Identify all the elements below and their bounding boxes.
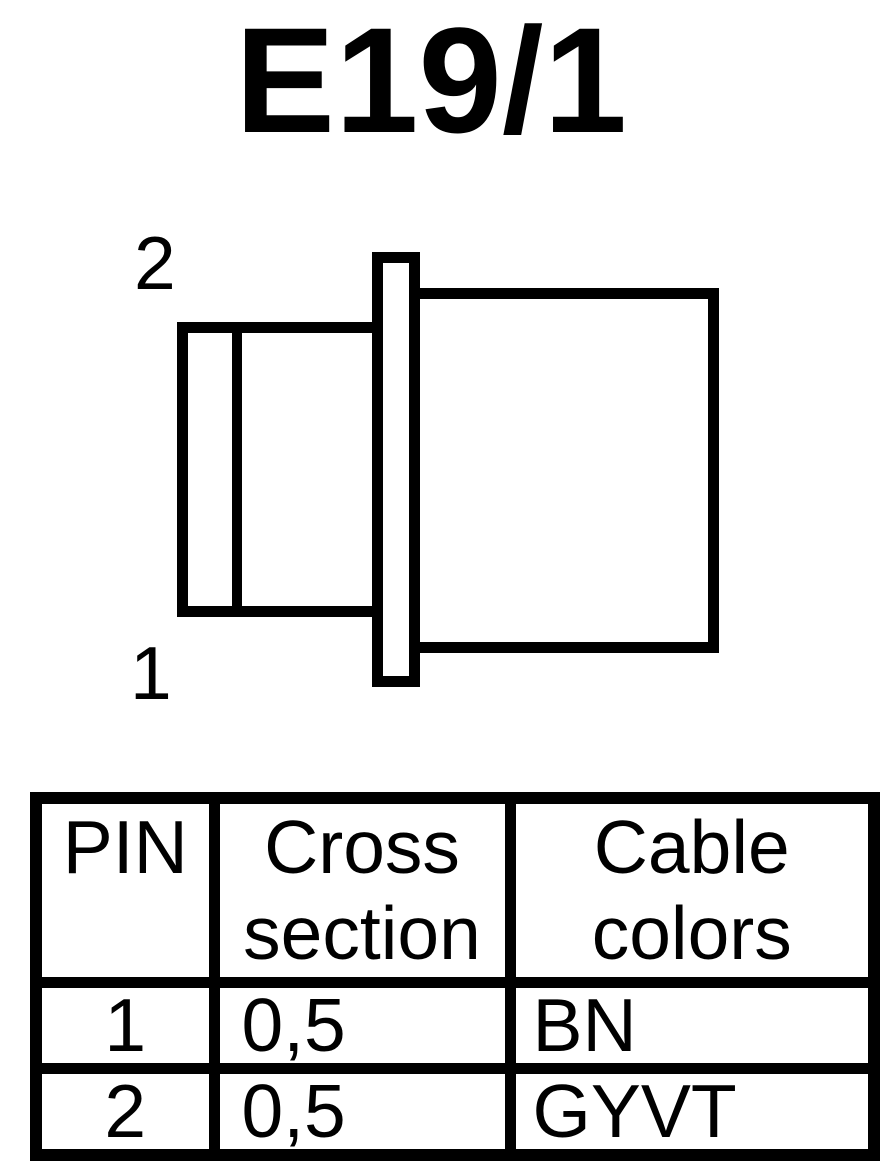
pin-number-cell: 2 xyxy=(30,1062,220,1160)
table-row: 2 0,5 GYVT xyxy=(30,1062,880,1160)
cross-section-cell: 0,5 xyxy=(208,1062,516,1160)
pin-number-cell: 1 xyxy=(30,976,220,1074)
cross-section-cell: 0,5 xyxy=(208,976,516,1074)
pin-2-label: 2 xyxy=(134,221,176,305)
table-header-row: PIN Cross section Cable colors xyxy=(30,792,880,988)
page-title: E19/1 xyxy=(235,0,627,164)
cable-color-cell: GYVT xyxy=(504,1062,880,1160)
header-cross-section: Cross section xyxy=(208,792,516,988)
connector-flange-rect xyxy=(372,252,420,687)
cable-entry-divider-line xyxy=(232,322,242,617)
connector-diagram: 2 1 xyxy=(130,221,719,715)
table-row: 1 0,5 BN xyxy=(30,976,880,1074)
header-pin: PIN xyxy=(30,792,220,988)
header-cable-colors: Cable colors xyxy=(504,792,880,988)
pin-table-header: PIN Cross section Cable colors xyxy=(30,792,880,988)
cable-color-cell: BN xyxy=(504,976,880,1074)
connector-body-rect xyxy=(409,288,719,653)
pin-table: PIN Cross section Cable colors 1 0,5 BN … xyxy=(30,792,880,1161)
pin-table-body: 1 0,5 BN 2 0,5 GYVT xyxy=(30,976,880,1160)
pin-1-label: 1 xyxy=(130,631,172,715)
connector-cable-entry-rect xyxy=(177,322,383,617)
